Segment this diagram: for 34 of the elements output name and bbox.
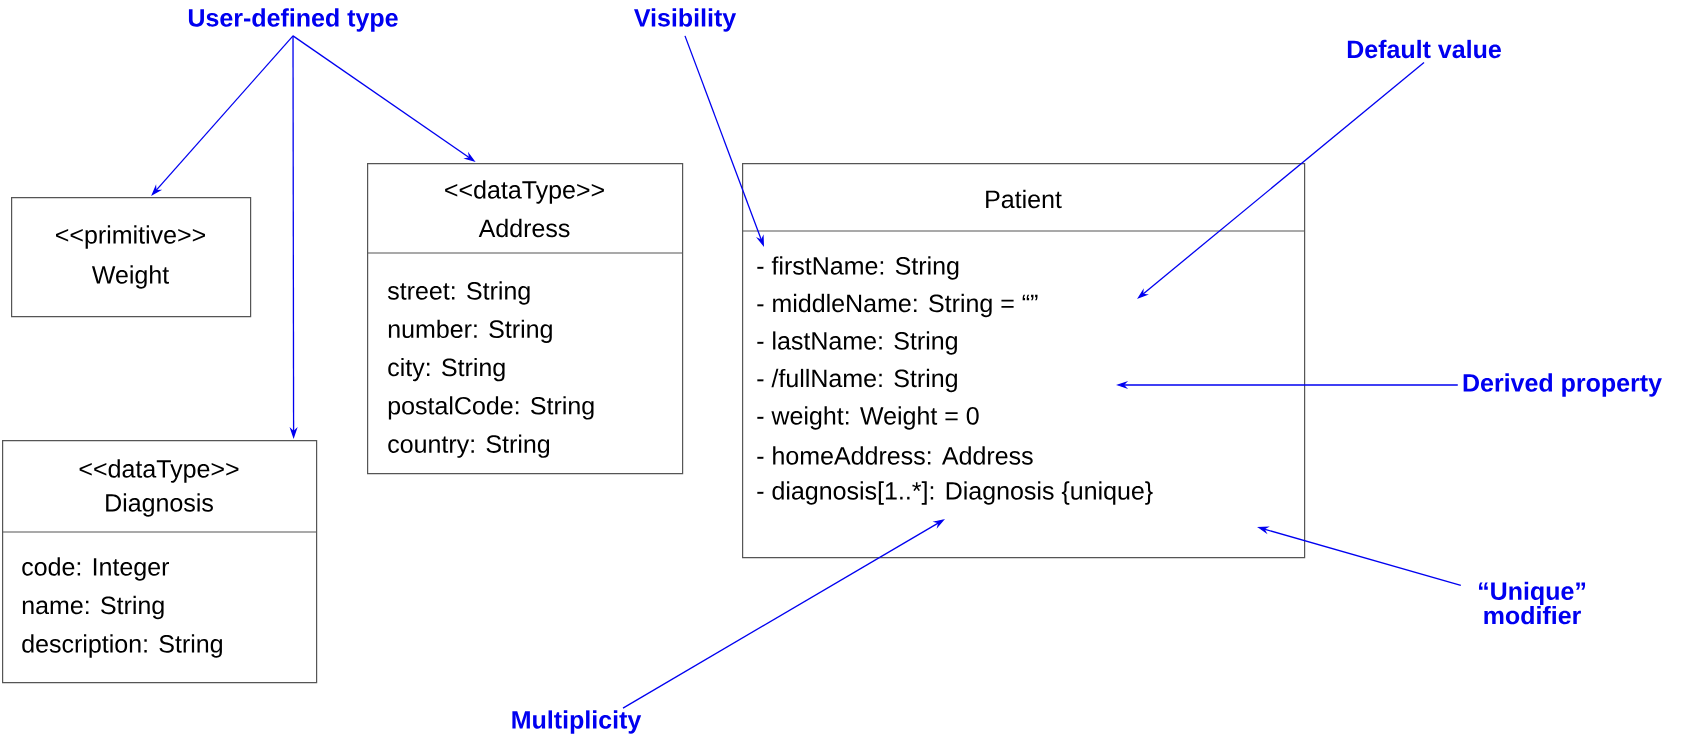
class-name: Weight	[91, 265, 169, 289]
class-box	[11, 197, 252, 318]
attribute-text: - diagnosis[1..*]: Diagnosis {unique}	[757, 481, 1153, 505]
annotation-label: Multiplicity	[512, 710, 642, 734]
attribute-text: description: String	[22, 634, 222, 658]
stereotype-text: <<primitive>>	[56, 225, 205, 249]
class-box	[366, 163, 684, 475]
attribute-text: code: Integer	[22, 557, 169, 581]
stereotype-text: <<dataType>>	[445, 180, 604, 204]
attribute-text: street: String	[387, 281, 530, 305]
attribute-text: city: String	[388, 357, 505, 382]
class-box	[741, 163, 1306, 559]
attribute-text: name: String	[22, 595, 164, 620]
attribute-text: country: String	[388, 434, 550, 458]
attribute-text: - /fullName: String	[757, 368, 957, 393]
attribute-text: - middleName: String = “”	[757, 293, 1038, 318]
class-name: Patient	[986, 189, 1062, 209]
annotation-label: Default value	[1347, 39, 1501, 59]
annotation-label: Derived property	[1463, 373, 1662, 397]
attribute-text: - weight: Weight = 0	[757, 406, 979, 430]
attribute-text: - homeAddress: Address	[757, 446, 1033, 465]
class-box	[1, 440, 318, 684]
annotation-label: User-defined type	[188, 8, 398, 32]
leader-arrow	[151, 35, 294, 196]
class-name: Diagnosis	[106, 493, 213, 517]
annotation-label: “Unique” modifier	[1479, 581, 1586, 625]
attribute-text: - lastName: String	[757, 331, 957, 355]
class-name: Address	[478, 218, 570, 238]
stereotype-text: <<dataType>>	[79, 459, 239, 483]
attribute-text: number: String	[388, 319, 552, 343]
attribute-text: - firstName: String	[757, 256, 959, 280]
attribute-text: postalCode: String	[388, 396, 594, 420]
leader-arrow	[1137, 61, 1425, 299]
annotation-label: Visibility	[634, 8, 737, 32]
